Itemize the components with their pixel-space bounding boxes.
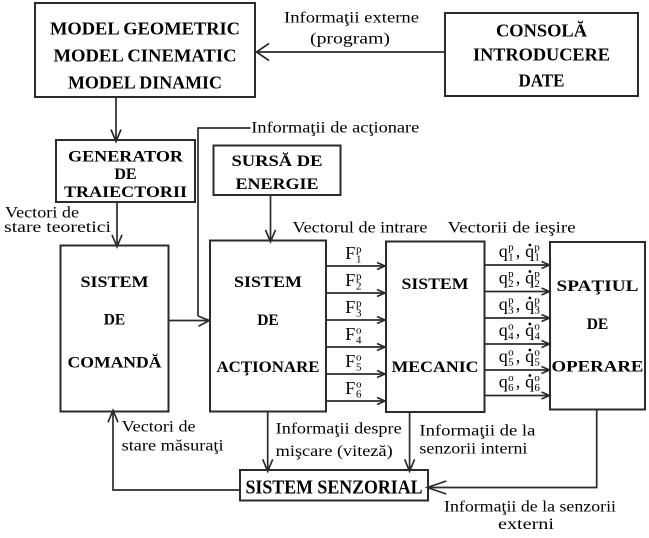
- svg-text:DE: DE: [257, 312, 279, 329]
- svg-text:2: 2: [508, 278, 513, 290]
- svg-text:Informaţii despre: Informaţii despre: [276, 420, 402, 437]
- svg-text:q: q: [525, 268, 534, 288]
- svg-text:q: q: [525, 294, 534, 314]
- svg-text:MODEL DINAMIC: MODEL DINAMIC: [68, 72, 222, 92]
- svg-text:p: p: [534, 242, 540, 254]
- svg-text:q: q: [525, 320, 534, 340]
- svg-text:2: 2: [356, 281, 362, 293]
- svg-text:Vectori de: Vectori de: [122, 419, 196, 436]
- svg-text:q: q: [525, 372, 534, 392]
- svg-text:q: q: [499, 294, 508, 314]
- svg-text:DE: DE: [114, 166, 136, 183]
- svg-text:p: p: [508, 295, 514, 307]
- svg-text:senzorii interni: senzorii interni: [419, 440, 528, 457]
- svg-text:3: 3: [508, 305, 514, 317]
- svg-text:o: o: [508, 347, 514, 359]
- svg-text:Vectori de: Vectori de: [5, 205, 79, 222]
- svg-text:F: F: [345, 351, 355, 371]
- svg-text:,: ,: [516, 320, 521, 340]
- svg-text:SISTEM SENZORIAL: SISTEM SENZORIAL: [246, 477, 423, 499]
- svg-text:p: p: [508, 268, 514, 280]
- svg-text:q: q: [499, 268, 508, 288]
- svg-text:o: o: [356, 325, 362, 337]
- svg-text:mişcare (viteză): mişcare (viteză): [276, 443, 393, 460]
- svg-text:5: 5: [356, 362, 362, 374]
- svg-text:6: 6: [356, 389, 362, 401]
- svg-text:MODEL GEOMETRIC: MODEL GEOMETRIC: [50, 18, 240, 38]
- svg-text:q: q: [499, 320, 508, 340]
- svg-text:TRAIECTORII: TRAIECTORII: [64, 184, 187, 201]
- svg-text:ENERGIE: ENERGIE: [236, 176, 319, 193]
- svg-text:4: 4: [508, 331, 514, 343]
- svg-text:SURSĂ DE: SURSĂ DE: [232, 153, 323, 170]
- svg-text:o: o: [534, 321, 540, 333]
- svg-text:Informaţii de la: Informaţii de la: [419, 422, 535, 439]
- svg-text:o: o: [534, 372, 540, 384]
- svg-text:SISTEM: SISTEM: [402, 276, 469, 293]
- svg-text:Informaţii de la senzorii: Informaţii de la senzorii: [444, 498, 617, 515]
- svg-text:p: p: [356, 271, 362, 283]
- svg-text:q: q: [525, 241, 534, 261]
- svg-text:Informaţii de acţionare: Informaţii de acţionare: [251, 119, 419, 136]
- svg-text:p: p: [356, 298, 362, 310]
- svg-text:q: q: [525, 346, 534, 366]
- svg-text:INTRODUCERE: INTRODUCERE: [473, 44, 610, 64]
- svg-text:SISTEM: SISTEM: [234, 274, 302, 291]
- svg-text:3: 3: [356, 308, 362, 320]
- svg-text:p: p: [356, 244, 362, 256]
- svg-text:ACŢIONARE: ACŢIONARE: [217, 359, 320, 376]
- svg-text:SISTEM: SISTEM: [81, 274, 149, 291]
- svg-text:1: 1: [356, 254, 362, 266]
- svg-text:F: F: [345, 243, 355, 263]
- svg-text:p: p: [534, 268, 540, 280]
- svg-text:o: o: [508, 372, 514, 384]
- svg-text:o: o: [356, 379, 362, 391]
- svg-text:6: 6: [508, 382, 514, 394]
- svg-text:OPERARE: OPERARE: [552, 358, 644, 375]
- svg-text:SPAŢIUL: SPAŢIUL: [557, 278, 639, 295]
- svg-text:6: 6: [534, 382, 540, 394]
- svg-text:CONSOLĂ: CONSOLĂ: [496, 20, 587, 40]
- svg-text:o: o: [356, 352, 362, 364]
- svg-text:DE: DE: [587, 316, 609, 333]
- svg-text:q: q: [499, 372, 508, 392]
- svg-text:q: q: [499, 346, 508, 366]
- svg-text:1: 1: [534, 252, 540, 264]
- svg-text:externi: externi: [498, 516, 555, 533]
- svg-text:MECANIC: MECANIC: [392, 359, 479, 376]
- svg-text:1: 1: [508, 252, 513, 264]
- svg-text:4: 4: [534, 331, 540, 343]
- svg-text:,: ,: [516, 346, 521, 366]
- svg-text:DE: DE: [104, 312, 126, 329]
- svg-text:p: p: [508, 242, 514, 254]
- svg-text:F: F: [345, 297, 355, 317]
- svg-text:MODEL CINEMATIC: MODEL CINEMATIC: [54, 45, 237, 65]
- svg-text:,: ,: [516, 372, 521, 392]
- svg-text:4: 4: [356, 335, 362, 347]
- svg-text:Vectorii de ieşire: Vectorii de ieşire: [448, 220, 576, 237]
- svg-text:o: o: [534, 347, 540, 359]
- svg-text:F: F: [345, 324, 355, 344]
- svg-text:stare teoretici: stare teoretici: [4, 219, 112, 236]
- svg-text:COMANDĂ: COMANDĂ: [68, 355, 163, 372]
- svg-text:,: ,: [516, 268, 521, 288]
- svg-text:o: o: [508, 321, 514, 333]
- svg-text:Vectorul de intrare: Vectorul de intrare: [293, 220, 428, 237]
- svg-text:F: F: [345, 378, 355, 398]
- svg-text:5: 5: [508, 357, 514, 369]
- svg-text:q: q: [499, 241, 508, 261]
- svg-text:F: F: [345, 270, 355, 290]
- svg-text:stare măsuraţi: stare măsuraţi: [122, 438, 225, 455]
- svg-text:5: 5: [534, 357, 540, 369]
- svg-text:(program): (program): [310, 31, 390, 48]
- svg-text:GENERATOR: GENERATOR: [68, 148, 183, 165]
- svg-text:,: ,: [516, 241, 521, 261]
- svg-text:p: p: [534, 295, 540, 307]
- svg-text:2: 2: [534, 278, 540, 290]
- svg-text:DATE: DATE: [519, 70, 565, 90]
- svg-text:Informaţii externe: Informaţii externe: [284, 10, 419, 27]
- svg-text:3: 3: [534, 305, 540, 317]
- svg-text:,: ,: [516, 294, 521, 314]
